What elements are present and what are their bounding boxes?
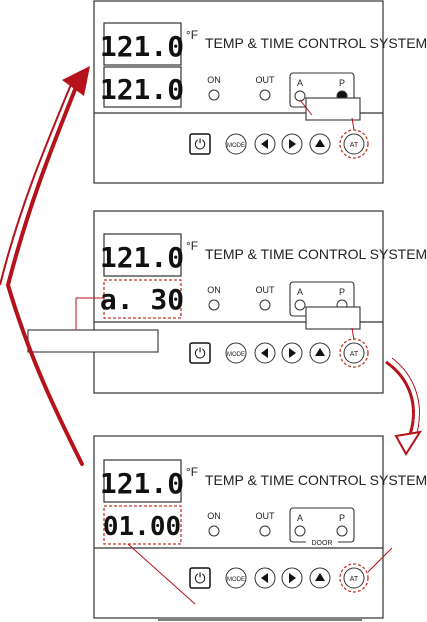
out-led xyxy=(259,89,271,101)
unit-label: °F xyxy=(186,239,198,253)
p-label: P xyxy=(339,287,345,297)
control-panel-2: 121.0 a. 30 °F TEMP & TIME CONTROL SYSTE… xyxy=(93,210,427,394)
up-arrow-icon xyxy=(315,348,325,356)
p-label: P xyxy=(339,513,345,523)
unit-label: °F xyxy=(186,465,198,479)
at-button[interactable] xyxy=(343,342,365,364)
right-arrow-icon xyxy=(289,573,296,583)
left-arrow-icon xyxy=(261,139,268,149)
panel-title: TEMP & TIME CONTROL SYSTEM xyxy=(205,472,427,488)
at-label: AT xyxy=(350,142,359,149)
display-top: 121.0 xyxy=(100,30,184,63)
callout-leader xyxy=(299,99,313,116)
power-button[interactable] xyxy=(189,133,211,155)
at-button[interactable] xyxy=(343,567,365,589)
at-button[interactable] xyxy=(343,133,365,155)
out-label: OUT xyxy=(256,75,276,85)
on-label: ON xyxy=(207,511,221,521)
at-highlight xyxy=(339,338,369,368)
up-arrow-icon xyxy=(315,139,325,147)
display-top-frame xyxy=(103,22,182,66)
right-arrow-icon xyxy=(289,348,296,358)
out-led xyxy=(259,299,271,311)
display-bottom: 01.00 xyxy=(103,512,181,542)
callout-leader xyxy=(367,547,393,573)
right-arrow-head xyxy=(394,430,423,456)
on-led xyxy=(208,299,220,311)
right-arrow-curve xyxy=(385,360,415,441)
display-bottom: 121.0 xyxy=(100,73,184,106)
a-led xyxy=(294,525,306,537)
out-label: OUT xyxy=(256,285,276,295)
out-label: OUT xyxy=(256,511,276,521)
display-bottom-frame xyxy=(103,66,182,108)
power-button[interactable] xyxy=(189,567,211,589)
loop-arrow xyxy=(5,80,84,466)
display-bottom-frame xyxy=(103,279,182,319)
callout-box xyxy=(305,97,361,121)
mode-label: MODE xyxy=(227,143,245,149)
callout-leader-display xyxy=(127,543,196,605)
at-label: AT xyxy=(350,576,359,583)
loop-arrow-head xyxy=(62,66,90,96)
p-label: P xyxy=(339,78,345,88)
on-led xyxy=(208,525,220,537)
right-arrow-icon xyxy=(289,139,296,149)
out-led xyxy=(259,525,271,537)
door-label: DOOR xyxy=(312,540,333,547)
side-callout-box xyxy=(27,329,159,353)
a-label: A xyxy=(297,78,303,88)
at-label: AT xyxy=(350,351,359,358)
left-arrow-icon xyxy=(261,573,268,583)
loop-arrow-shadow xyxy=(0,81,73,286)
mode-label: MODE xyxy=(227,352,245,358)
a-led xyxy=(294,299,306,311)
callout-leader xyxy=(351,327,355,341)
p-led xyxy=(336,525,348,537)
panel-title: TEMP & TIME CONTROL SYSTEM xyxy=(205,35,427,51)
unit-label: °F xyxy=(186,28,198,42)
display-top-frame xyxy=(103,233,182,277)
panel-title: TEMP & TIME CONTROL SYSTEM xyxy=(205,246,427,262)
power-button[interactable] xyxy=(189,342,211,364)
display-top-frame xyxy=(103,459,182,503)
a-label: A xyxy=(297,513,303,523)
control-panel-1: 121.0 121.0 °F TEMP & TIME CONTROL SYSTE… xyxy=(93,0,427,184)
power-icon: ⏻ xyxy=(194,136,205,152)
at-highlight xyxy=(339,129,369,159)
display-bottom: a. 30 xyxy=(100,283,184,316)
display-top: 121.0 xyxy=(100,241,184,274)
power-icon: ⏻ xyxy=(194,570,205,586)
power-icon: ⏻ xyxy=(194,345,205,361)
display-bottom-frame xyxy=(103,505,182,545)
on-label: ON xyxy=(207,75,221,85)
display-top: 121.0 xyxy=(100,467,184,500)
up-arrow-icon xyxy=(315,573,325,581)
a-led xyxy=(294,90,306,102)
control-panel-3: 121.0 01.00 °F TEMP & TIME CONTROL SYSTE… xyxy=(93,435,427,621)
at-highlight xyxy=(339,563,369,593)
mode-button[interactable] xyxy=(225,567,247,589)
on-led xyxy=(208,89,220,101)
mode-button[interactable] xyxy=(225,342,247,364)
callout-leader-2 xyxy=(351,117,355,131)
door-label-bg xyxy=(306,537,338,547)
left-arrow-icon xyxy=(261,348,268,358)
mode-label: MODE xyxy=(227,577,245,583)
mode-button[interactable] xyxy=(225,133,247,155)
callout-box xyxy=(305,306,361,330)
a-label: A xyxy=(297,287,303,297)
on-label: ON xyxy=(207,285,221,295)
